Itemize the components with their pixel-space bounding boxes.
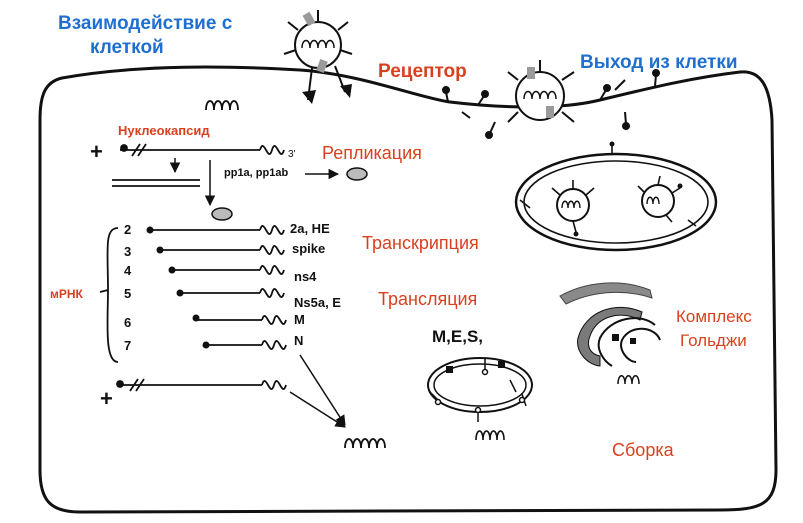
mrna-row-7-num: 7	[124, 338, 132, 353]
mrna-row-3-num: 3	[124, 244, 132, 259]
secretory-vesicle	[514, 141, 718, 252]
membrane-receptors	[442, 69, 660, 139]
label-replication: Репликация	[322, 143, 422, 163]
mrna-row-5-num: 5	[124, 286, 132, 301]
mrna-bracket	[99, 227, 119, 363]
label-interaction-line2: клеткой	[90, 37, 164, 58]
label-plus-bottom: +	[100, 386, 113, 411]
arrow-genome-to-capsid	[289, 391, 346, 428]
mrna-row-3-product: spike	[292, 241, 326, 256]
label-exit: Выход из клетки	[580, 52, 738, 73]
mrna-row-4-num: 4	[124, 263, 132, 278]
er-vesicle	[427, 357, 533, 441]
virion-exiting	[507, 60, 575, 123]
mrna-row-7-product: N	[294, 333, 304, 348]
negative-strand	[112, 179, 200, 187]
mrna-row-5-product: Ns5a, E	[294, 295, 341, 310]
label-three-prime: 3'	[288, 149, 296, 160]
genome-rna-top	[120, 143, 285, 157]
label-mrna: мРНК	[50, 287, 83, 301]
mrna-row-6-product: M	[294, 312, 305, 327]
label-receptor: Рецептор	[378, 61, 467, 82]
label-translation: Трансляция	[378, 289, 478, 309]
golgi-complex	[559, 282, 661, 385]
label-golgi-line2: Гольджи	[680, 331, 747, 350]
mrna-row-4-product: ns4	[294, 269, 317, 284]
label-golgi-line1: Комплекс	[676, 307, 752, 326]
label-mes: M,E,S,	[432, 327, 484, 346]
mrna-row-2-product: 2a, HE	[290, 221, 330, 236]
nucleocapsid-coil-bottom	[344, 438, 386, 449]
label-interaction-line1: Взаимодействие с	[58, 13, 233, 34]
replicase-protein-2	[211, 207, 233, 221]
nucleocapsid-coil-top	[205, 100, 239, 111]
mrna-row-6-num: 6	[124, 315, 132, 330]
label-plus-top: +	[90, 139, 103, 164]
mrna-row-2-num: 2	[124, 222, 132, 237]
label-nucleocapsid: Нуклеокапсид	[118, 123, 210, 138]
arrow-n-to-capsid	[299, 354, 346, 426]
label-assembly: Сборка	[612, 440, 674, 460]
mrna-caps	[146, 226, 210, 349]
mrna-lines	[150, 225, 287, 350]
genome-rna-bottom	[116, 378, 287, 392]
label-transcription: Транскрипция	[362, 233, 479, 253]
label-pp1a: pp1a, pp1ab	[224, 167, 289, 179]
replicase-protein	[346, 167, 368, 181]
cell-membrane	[38, 65, 778, 514]
virion-entering	[283, 10, 353, 104]
